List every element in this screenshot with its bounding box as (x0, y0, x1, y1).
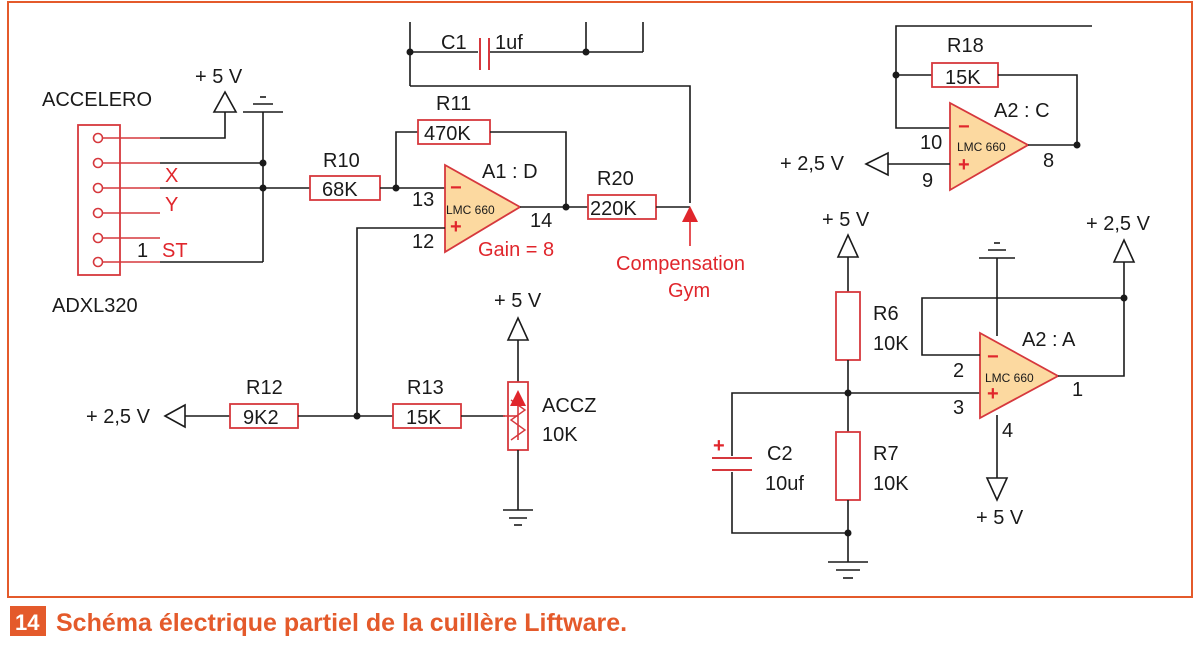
r18-name: R18 (947, 35, 984, 57)
r7-name: R7 (873, 443, 899, 465)
ref-triangle-icon (163, 403, 186, 429)
r10-value: 68K (322, 179, 358, 201)
accelerometer-part-label: ADXL320 (52, 295, 138, 317)
offset-block: + 2,5 V R12 9K2 R13 15K + 5 V ACCZ 10K (86, 290, 596, 526)
accelerometer-connector (77, 124, 121, 276)
r12-resistor (229, 403, 299, 429)
accz-value: 10K (542, 424, 578, 446)
a2c-chip: LMC 660 (957, 140, 1006, 154)
figure-caption: 14 Schéma électrique partiel de la cuill… (10, 606, 627, 637)
c1-name: C1 (441, 32, 467, 54)
accz-name: ACCZ (542, 395, 596, 417)
r6-supply-label: + 5 V (822, 209, 870, 231)
accz-supply-label: + 5 V (494, 290, 542, 312)
r10-resistor (309, 175, 381, 201)
pin-st-label: ST (162, 240, 188, 262)
r12-ref-label: + 2,5 V (86, 406, 151, 428)
r10-name: R10 (323, 150, 360, 172)
compensation-label-2: Gym (668, 280, 710, 302)
a2c-ref-triangle-icon (864, 151, 889, 177)
a1d-plus-sign: + (450, 216, 462, 238)
a2a-minus-sign: − (987, 346, 999, 368)
pin-one-label: 1 (137, 240, 148, 262)
a2c-pin-plus: 9 (922, 170, 933, 192)
r13-value: 15K (406, 407, 442, 429)
figure-number-badge (10, 606, 46, 636)
r20-name: R20 (597, 168, 634, 190)
a1d-pin-minus: 13 (412, 189, 434, 211)
a2c-name: A2 : C (994, 100, 1050, 122)
a2c-pin-minus: 10 (920, 132, 942, 154)
r6-name: R6 (873, 303, 899, 325)
r13-name: R13 (407, 377, 444, 399)
a2a-opamp (979, 331, 1060, 420)
a1d-pin-out: 14 (530, 210, 552, 232)
c1-value: 1uf (495, 32, 523, 54)
accz-supply-triangle-icon (506, 316, 530, 341)
r20-value: 220K (590, 198, 637, 220)
a2a-plus-sign: + (987, 383, 999, 405)
a1d-minus-sign: − (450, 177, 462, 199)
compensation-label-1: Compensation (616, 253, 745, 275)
supply-triangle-icon (212, 90, 238, 113)
r18-resistor (931, 62, 999, 88)
accelerometer-label: ACCELERO (42, 89, 152, 111)
a2c-ref-label: + 2,5 V (780, 153, 845, 175)
c2-value: 10uf (765, 473, 804, 495)
figure-frame (7, 1, 1193, 598)
a2a-pin-plus: 3 (953, 397, 964, 419)
a2a-bottom-supply-label: + 5 V (976, 507, 1024, 529)
r7-value: 10K (873, 473, 909, 495)
r11-value: 470K (424, 123, 471, 145)
a1d-chip: LMC 660 (446, 203, 495, 217)
a2a-chip: LMC 660 (985, 371, 1034, 385)
a2c-stage: R18 15K − + LMC 660 A2 : C 10 9 8 + 2,5 … (780, 25, 1092, 192)
figure-number: 14 (15, 610, 40, 635)
a1d-pin-plus: 12 (412, 231, 434, 253)
a2a-pin-supply: 4 (1002, 420, 1013, 442)
a2a-name: A2 : A (1022, 329, 1076, 351)
r18-value: 15K (945, 67, 981, 89)
a1d-stage: R10 68K R11 470K − + LMC 660 A1 : D 13 1… (309, 93, 745, 416)
c2-plus-sign: + (713, 435, 725, 457)
r20-resistor (587, 194, 657, 220)
a2a-pin-out: 1 (1072, 379, 1083, 401)
r11-name: R11 (436, 93, 471, 115)
accel-supply-label: + 5 V (195, 66, 243, 88)
pin-y-label: Y (165, 194, 178, 216)
a2a-supply-triangle-icon (985, 477, 1009, 502)
r6-supply-triangle-icon (836, 233, 860, 258)
a2c-plus-sign: + (958, 154, 970, 176)
a2c-pin-out: 8 (1043, 150, 1054, 172)
r6-resistor (835, 291, 861, 361)
r7-resistor (835, 431, 861, 501)
a2a-stage: + 5 V R6 10K R7 10K + C2 10uf − + LMC 66… (712, 209, 1151, 579)
c2-name: C2 (767, 443, 793, 465)
r12-name: R12 (246, 377, 283, 399)
a2c-minus-sign: − (958, 116, 970, 138)
a1d-opamp (444, 163, 522, 254)
a2a-top-ref-label: + 2,5 V (1086, 213, 1151, 235)
a1d-name: A1 : D (482, 161, 538, 183)
a2a-ref-triangle-icon (1112, 238, 1136, 263)
pin-x-label: X (165, 165, 178, 187)
figure-caption-text: Schéma électrique partiel de la cuillère… (56, 609, 627, 637)
r6-value: 10K (873, 333, 909, 355)
accelerometer-block: + 5 V ACCELERO ADXL320 X Y ST 1 (42, 66, 310, 317)
a2c-opamp (949, 101, 1030, 192)
r12-value: 9K2 (243, 407, 279, 429)
a2a-pin-minus: 2 (953, 360, 964, 382)
a1d-gain: Gain = 8 (478, 239, 554, 261)
c1-block: C1 1uf (406, 22, 691, 203)
